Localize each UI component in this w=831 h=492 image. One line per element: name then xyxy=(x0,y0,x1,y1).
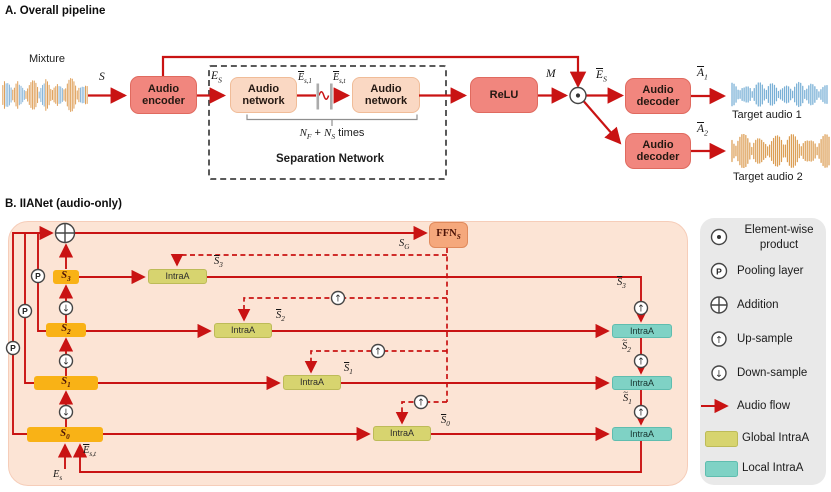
global-intraa-swatch xyxy=(705,431,738,447)
sbar3-label: S3 xyxy=(214,256,223,270)
ebar-s1-label: Es,1 xyxy=(298,72,312,85)
times-word: times xyxy=(335,127,365,139)
s1-box: S1 xyxy=(34,376,98,390)
mask-m-label: M xyxy=(546,68,556,80)
mixture-waveform xyxy=(2,78,88,112)
relu-box: ReLU xyxy=(470,77,538,113)
ffn-box: FFNS xyxy=(429,222,468,248)
mixture-label: Mixture xyxy=(28,53,66,65)
section-a-title: A. Overall pipeline xyxy=(5,5,106,17)
es-label: ES xyxy=(211,70,222,85)
s0-box: S0 xyxy=(27,427,103,442)
s2-label: S2 xyxy=(61,323,71,337)
legend-audioflow-label: Audio flow xyxy=(737,400,791,412)
global-intraa-box-0: IntraA xyxy=(373,426,431,441)
audio-network-box-2: Audio network xyxy=(352,77,420,113)
ffn-label: FFNS xyxy=(436,228,461,242)
global-intraa-box-2: IntraA xyxy=(214,323,272,338)
repeat-times-label: NF + NS times xyxy=(270,127,394,141)
iianet-panel xyxy=(8,221,688,486)
sg-label: SG xyxy=(399,238,410,252)
sbar3-right-label: S3 xyxy=(617,277,626,291)
section-b-title: B. IIANet (audio-only) xyxy=(5,198,122,210)
sbar1-label: S1 xyxy=(344,363,353,377)
global-intraa-box-3: IntraA xyxy=(148,269,207,284)
elementwise-product-node xyxy=(569,86,587,105)
local-intraa-box-0: IntraA xyxy=(612,427,672,441)
s3-label: S3 xyxy=(61,270,71,284)
audio-network-box-1: Audio network xyxy=(230,77,297,113)
s3-box: S3 xyxy=(53,270,79,284)
s0-label: S0 xyxy=(60,427,70,442)
es-input-label: Es xyxy=(53,469,63,483)
legend-local-intraa-label: Local IntraA xyxy=(742,462,804,474)
audio-decoder-box-2: Audio decoder xyxy=(625,133,691,169)
legend-upsample-label: Up-sample xyxy=(737,333,793,345)
s-signal-label: S xyxy=(99,71,105,83)
nf-symbol: NF xyxy=(299,127,312,142)
a2-label: A2 xyxy=(697,123,708,138)
s2-box: S2 xyxy=(46,323,86,337)
a1-label: A1 xyxy=(697,67,708,82)
audio-encoder-box: Audio encoder xyxy=(130,76,197,114)
local-intraa-box-1: IntraA xyxy=(612,376,672,390)
legend-pooling-label: Pooling layer xyxy=(737,265,804,277)
stilde2-label: S2 xyxy=(622,341,631,354)
sbar0-label: S0 xyxy=(441,415,450,429)
s1-label: S1 xyxy=(61,376,71,390)
legend-global-intraa-label: Global IntraA xyxy=(742,432,810,444)
plus-sign: + xyxy=(311,127,325,139)
sbar2-label: S2 xyxy=(276,310,285,324)
target-audio-1-waveform xyxy=(731,81,828,108)
legend-downsample-label: Down-sample xyxy=(737,367,808,379)
ebar-s-out-label: ES xyxy=(596,69,607,84)
ebar-st-label: Es,t xyxy=(333,72,346,85)
stilde1-label: S1 xyxy=(623,393,632,406)
target-audio-2-waveform xyxy=(731,134,830,168)
local-intraa-box-2: IntraA xyxy=(612,324,672,338)
audio-decoder-box-1: Audio decoder xyxy=(625,78,691,114)
global-intraa-box-1: IntraA xyxy=(283,375,341,390)
separation-network-label: Separation Network xyxy=(276,153,384,165)
ebar-st-feedback-label: Es,t xyxy=(83,445,96,459)
target-audio-2-label: Target audio 2 xyxy=(733,171,803,183)
legend-addition-label: Addition xyxy=(737,299,779,311)
local-intraa-swatch xyxy=(705,461,738,477)
ns-symbol: NS xyxy=(324,127,336,142)
elementwise-product-dot xyxy=(575,93,581,98)
legend-elementwise-label: Element-wise product xyxy=(744,224,814,251)
target-audio-1-label: Target audio 1 xyxy=(732,109,802,121)
